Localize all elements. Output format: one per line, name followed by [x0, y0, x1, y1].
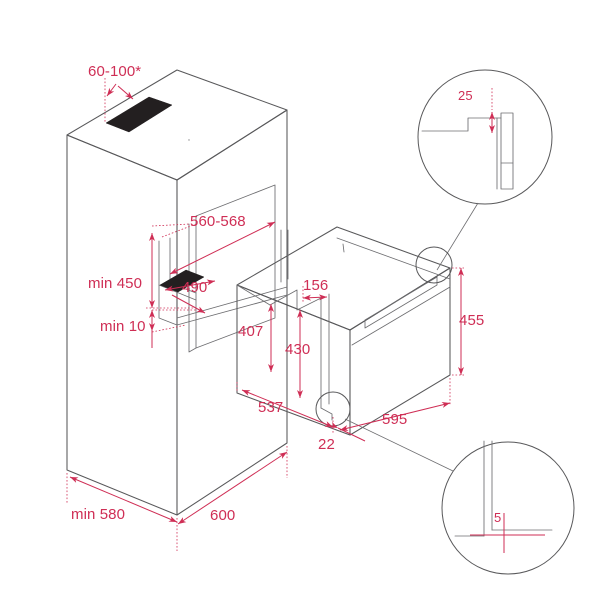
cabinet-unit [66, 69, 288, 516]
dim-min-height-ext-top [151, 223, 191, 227]
oven-base-foot [320, 407, 333, 421]
oven-top-face [236, 226, 451, 331]
oven-front-trim-top [336, 237, 451, 280]
dim-label-cabinet-width: 600 [210, 507, 235, 524]
dim-min-gap-ext-bottom [151, 324, 187, 333]
dim-foot-offset: 22 [318, 417, 366, 453]
dim-label-front-width: 595 [382, 411, 407, 428]
cabinet-shelf-underside [158, 284, 178, 326]
dim-niche-depth: 490 [164, 279, 216, 314]
dim-label-recess-top: 156 [303, 277, 328, 294]
dim-label-front-height: 455 [459, 312, 484, 329]
dim-front-width: 595 [339, 378, 451, 432]
dim-label-body-depth: 537 [258, 399, 283, 416]
dim-detail-bottom: 5 [470, 510, 545, 553]
dim-label-niche-depth: 490 [182, 279, 207, 296]
dim-label-vent-gap: 60-100* [88, 63, 141, 80]
dim-body-height: 407 [238, 304, 274, 372]
dim-min-height: min 450 [88, 223, 196, 309]
cabinet-shelf-line [176, 286, 288, 319]
dim-label-detail-bottom: 5 [494, 510, 501, 525]
cabinet-front-face [176, 109, 288, 516]
cabinet-niche-opening [195, 184, 276, 349]
dim-niche-width-line [169, 221, 276, 275]
dim-cabinet-depth-line [69, 476, 178, 523]
dim-label-body-height: 407 [238, 323, 263, 340]
dim-niche-depth-line [164, 279, 216, 292]
cabinet-top-marker [188, 139, 190, 141]
dim-niche-depth-line-2 [171, 294, 206, 314]
dim-inner-height: 430 [285, 310, 310, 398]
detail-top-profile [421, 117, 502, 132]
oven-front-trim-top-2 [342, 243, 345, 253]
detail-marker-top-right [415, 246, 453, 284]
oven-front-panel [349, 267, 451, 436]
oven-door-handle [364, 276, 438, 329]
dim-min-gap: min 10 [100, 309, 196, 348]
dim-min-cabinet-depth: min 580 [66, 473, 178, 551]
dim-cabinet-width-line [177, 451, 288, 525]
cabinet-shelf-line-2 [176, 294, 288, 326]
oven-rear-notch [269, 289, 322, 311]
dim-vent-gap-arrow-left [106, 83, 117, 97]
dim-recess-top: 156 [302, 277, 328, 302]
oven-left-face [236, 284, 351, 436]
dim-foot-offset-line [329, 421, 366, 442]
dim-label-niche-width: 560-568 [190, 213, 246, 230]
dim-body-depth-line [241, 389, 334, 428]
dim-label-min-cabinet-depth: min 580 [71, 506, 125, 523]
detail-circle-bottom-right [441, 441, 575, 575]
cabinet-top-vent-slot [105, 96, 173, 133]
dim-vent-gap: 60-100* [88, 63, 141, 122]
oven-rear-notch-edge [236, 284, 271, 306]
dim-body-depth: 537 [236, 382, 334, 428]
detail-circle-top-right [417, 69, 553, 205]
cabinet-top-face [66, 69, 288, 181]
dim-recess-top-line [302, 294, 328, 301]
oven-door-seam [351, 286, 451, 346]
dim-niche-width: 560-568 [161, 213, 276, 275]
dim-label-min-height: min 450 [88, 275, 142, 292]
dim-vent-gap-arrow-right [117, 85, 134, 100]
detail-callouts [315, 69, 575, 575]
dim-cabinet-width: 600 [177, 446, 288, 525]
dim-detail-top: 25 [458, 88, 495, 133]
dim-front-width-line [339, 401, 451, 432]
dim-label-foot-offset: 22 [318, 436, 335, 453]
dim-label-detail-top: 25 [458, 88, 473, 103]
dim-label-inner-height: 430 [285, 341, 310, 358]
dim-front-height: 455 [452, 267, 484, 376]
detail-leader-top [436, 202, 479, 271]
dim-label-min-gap: min 10 [100, 318, 146, 335]
detail-top-panel-outer [500, 112, 514, 190]
